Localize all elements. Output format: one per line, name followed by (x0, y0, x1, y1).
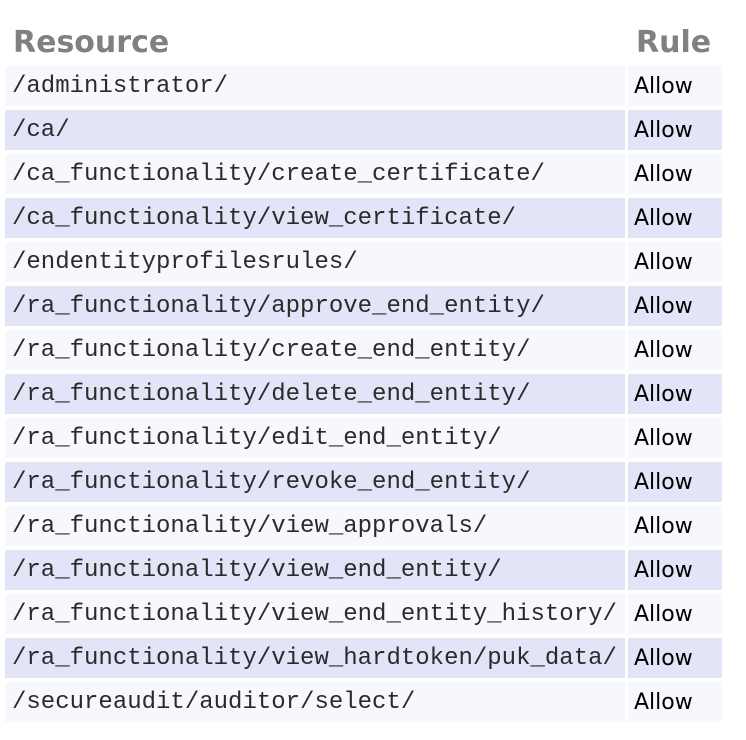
table-row: /administrator/Allow (5, 66, 722, 106)
rule-cell: Allow (628, 506, 722, 546)
table-row: /ra_functionality/edit_end_entity/Allow (5, 418, 722, 458)
resource-cell: /ra_functionality/revoke_end_entity/ (5, 462, 625, 502)
rule-cell: Allow (628, 198, 722, 238)
table-row: /ra_functionality/create_end_entity/Allo… (5, 330, 722, 370)
resource-cell: /ra_functionality/view_approvals/ (5, 506, 625, 546)
resource-cell: /ra_functionality/view_end_entity/ (5, 550, 625, 590)
rule-cell: Allow (628, 462, 722, 502)
table-row: /ra_functionality/view_end_entity_histor… (5, 594, 722, 634)
table-row: /ca/Allow (5, 110, 722, 150)
resource-cell: /administrator/ (5, 66, 625, 106)
rule-cell: Allow (628, 418, 722, 458)
rule-cell: Allow (628, 154, 722, 194)
table-row: /endentityprofilesrules/Allow (5, 242, 722, 282)
table-row: /ra_functionality/view_approvals/Allow (5, 506, 722, 546)
rule-cell: Allow (628, 66, 722, 106)
resource-cell: /ra_functionality/view_end_entity_histor… (5, 594, 625, 634)
rule-column-header: Rule (636, 24, 712, 60)
table-row: /ca_functionality/view_certificate/Allow (5, 198, 722, 238)
resource-cell: /ca/ (5, 110, 625, 150)
resource-cell: /ra_functionality/view_hardtoken/puk_dat… (5, 638, 625, 678)
rule-cell: Allow (628, 638, 722, 678)
resource-cell: /ca_functionality/create_certificate/ (5, 154, 625, 194)
table-row: /ra_functionality/revoke_end_entity/Allo… (5, 462, 722, 502)
table-row: /secureaudit/auditor/select/Allow (5, 682, 722, 722)
resource-cell: /ra_functionality/approve_end_entity/ (5, 286, 625, 326)
rule-cell: Allow (628, 374, 722, 414)
rule-cell: Allow (628, 110, 722, 150)
resource-cell: /endentityprofilesrules/ (5, 242, 625, 282)
table-row: /ca_functionality/create_certificate/All… (5, 154, 722, 194)
rule-cell: Allow (628, 330, 722, 370)
table-header-row: Resource Rule (5, 22, 722, 62)
table-row: /ra_functionality/view_hardtoken/puk_dat… (5, 638, 722, 678)
resource-column-header: Resource (13, 24, 170, 60)
rule-cell: Allow (628, 594, 722, 634)
table-row: /ra_functionality/delete_end_entity/Allo… (5, 374, 722, 414)
resource-cell: /ca_functionality/view_certificate/ (5, 198, 625, 238)
rule-cell: Allow (628, 550, 722, 590)
rule-cell: Allow (628, 286, 722, 326)
resource-cell: /secureaudit/auditor/select/ (5, 682, 625, 722)
rule-cell: Allow (628, 242, 722, 282)
table-row: /ra_functionality/approve_end_entity/All… (5, 286, 722, 326)
resource-cell: /ra_functionality/create_end_entity/ (5, 330, 625, 370)
access-rules-table: Resource Rule /administrator/Allow/ca/Al… (2, 18, 725, 726)
resource-cell: /ra_functionality/delete_end_entity/ (5, 374, 625, 414)
table-body: /administrator/Allow/ca/Allow/ca_functio… (5, 66, 722, 722)
table-row: /ra_functionality/view_end_entity/Allow (5, 550, 722, 590)
rule-cell: Allow (628, 682, 722, 722)
resource-cell: /ra_functionality/edit_end_entity/ (5, 418, 625, 458)
